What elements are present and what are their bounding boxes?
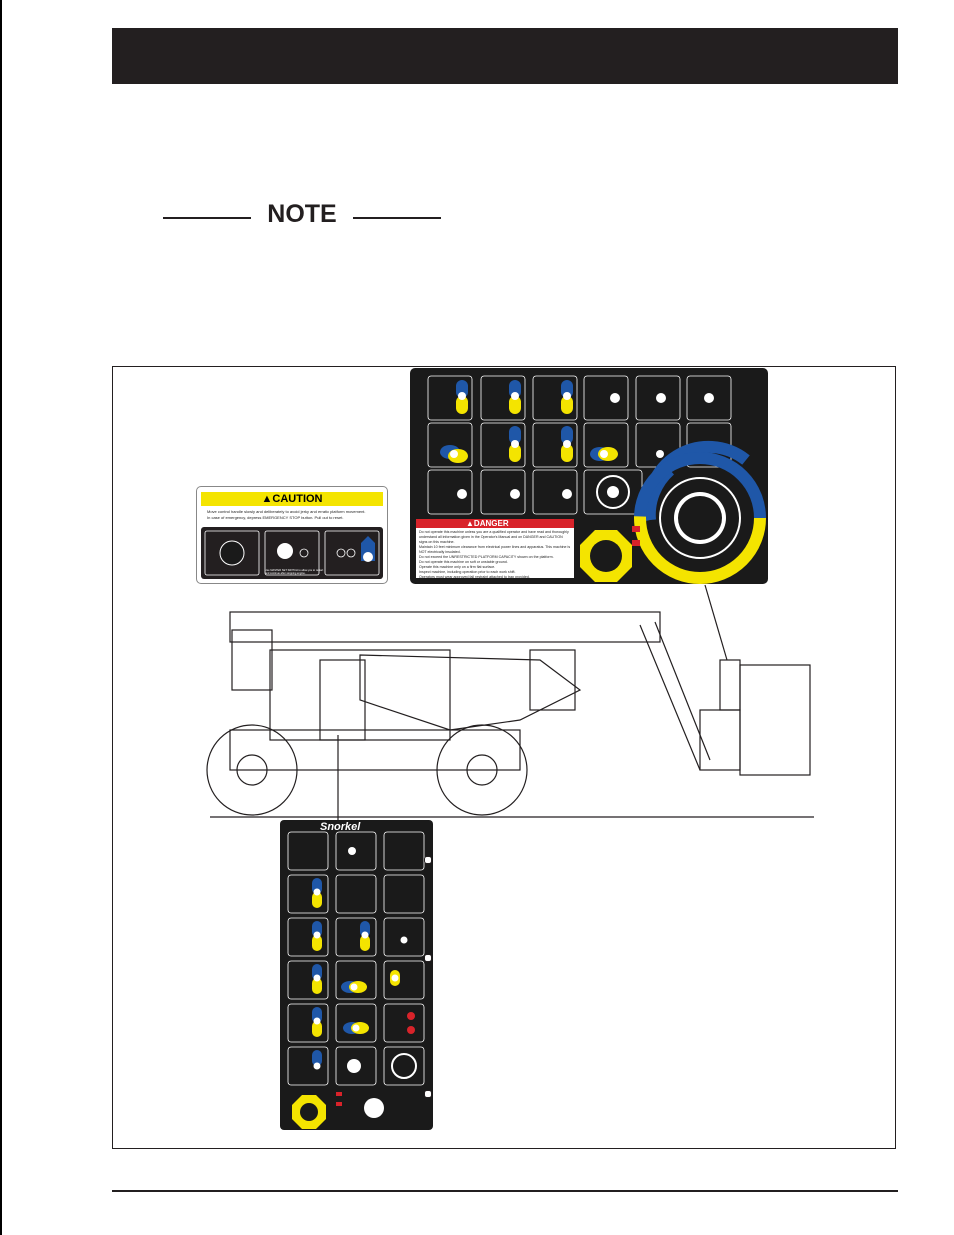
danger-bullet: Maintain 10 feet minimum clearance from … <box>419 545 571 554</box>
caution-line-1: Move control handle slowly and deliberat… <box>207 509 366 514</box>
panel-pointer-dot <box>424 954 432 962</box>
note-rule-right <box>353 217 441 219</box>
danger-text: Do not operate this machine unless you a… <box>416 528 574 579</box>
note-label: NOTE <box>267 200 337 228</box>
ground-panel-graphics <box>287 831 425 1129</box>
danger-header: ▲DANGER <box>416 519 574 528</box>
caution-line-2: In case of emergency, depress EMERGENCY … <box>207 514 344 520</box>
danger-bullet: Operators must wear approved fall restra… <box>419 575 530 579</box>
note-rule-left <box>163 217 251 219</box>
platform-control-graphics <box>427 375 766 584</box>
page-left-border <box>0 0 2 1235</box>
platform-control-decal: ▲DANGER Do not operate this machine unle… <box>410 368 768 584</box>
caution-heading: CAUTION <box>272 493 323 505</box>
danger-bullet: Do not exceed the UNRESTRICTED PLATFORM … <box>419 555 554 559</box>
danger-bullet: Inspect machine, including operation pri… <box>419 570 516 574</box>
panel-pointer-dot <box>424 856 432 864</box>
footer-rule <box>112 1190 898 1192</box>
figure-frame <box>112 366 896 1149</box>
caution-header: ▲CAUTION <box>201 492 383 506</box>
caution-sub-note: Use MASTER SET SWITCH to allow you to re… <box>265 569 324 575</box>
caution-text: Move control handle slowly and deliberat… <box>207 509 379 520</box>
caution-decal: ▲CAUTION Move control handle slowly and … <box>196 486 388 584</box>
section-header-bar <box>112 28 898 84</box>
ground-control-panel: Snorkel <box>280 820 433 1130</box>
danger-bullet: Do not operate this machine unless you a… <box>419 530 569 544</box>
danger-bullet: Do not operate this machine on soft or u… <box>419 560 508 564</box>
danger-heading: DANGER <box>473 519 509 528</box>
brand-logo: Snorkel <box>320 821 361 833</box>
caution-control-strip: Use MASTER SET SWITCH to allow you to re… <box>201 527 383 579</box>
panel-pointer-dot <box>424 1090 432 1098</box>
note-heading: NOTE <box>163 198 443 238</box>
danger-bullet: Operate this machine only on a firm flat… <box>419 565 496 569</box>
